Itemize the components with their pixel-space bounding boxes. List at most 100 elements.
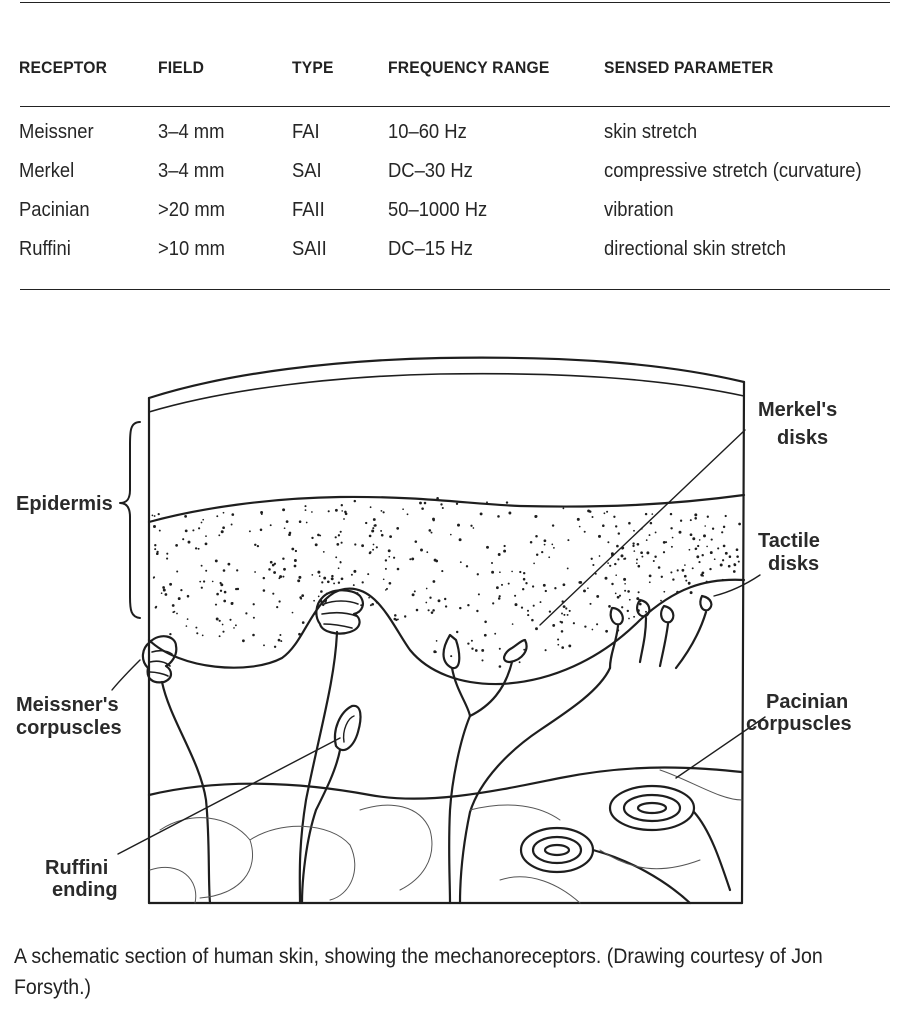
stipple-dot <box>467 642 470 645</box>
stipple-dot <box>304 505 307 508</box>
stipple-dot <box>268 568 271 571</box>
stipple-dot <box>455 630 459 634</box>
stipple-dot <box>535 627 538 631</box>
nerve-fiber <box>692 810 732 892</box>
figure-caption: A schematic section of human skin, showi… <box>14 945 823 999</box>
stipple-dot <box>389 535 392 538</box>
stipple-dot <box>331 574 334 578</box>
stipple-dot <box>591 628 594 631</box>
stipple-dot <box>435 640 438 642</box>
stipple-dot <box>494 632 497 635</box>
stipple-dot <box>640 527 643 530</box>
cell-receptor: Pacinian <box>19 199 90 221</box>
stipple-dot <box>548 610 552 613</box>
nerve-fiber <box>160 680 212 905</box>
stipple-dot <box>544 649 547 652</box>
stipple-dot <box>662 541 666 544</box>
cell-frequency: 10–60 Hz <box>388 121 467 143</box>
stipple-dot <box>623 577 627 581</box>
stipple-dot <box>273 645 277 648</box>
stipple-dot <box>522 588 525 591</box>
stipple-dot <box>327 510 330 513</box>
fat-cell <box>469 804 561 821</box>
stipple-dot <box>704 525 706 527</box>
stipple-dot <box>175 544 178 547</box>
stipple-dot <box>670 545 673 548</box>
stipple-dot <box>628 598 631 601</box>
stipple-dot <box>160 592 163 595</box>
stipple-dot <box>636 597 640 601</box>
stipple-dot <box>561 646 565 649</box>
stipple-dot <box>459 561 462 564</box>
stipple-dot <box>158 529 161 532</box>
stipple-dot <box>298 575 302 579</box>
stipple-dot <box>252 616 255 619</box>
stipple-dot <box>166 552 169 555</box>
stipple-dot <box>216 515 219 518</box>
fat-cell <box>359 804 433 891</box>
nerve-fiber <box>298 630 339 905</box>
stipple-dot <box>393 556 396 559</box>
epidermis-boundary <box>147 493 746 524</box>
stipple-dot <box>736 555 739 558</box>
stipple-dot <box>709 551 713 555</box>
stipple-dot <box>336 543 340 546</box>
stipple-dot <box>689 533 693 537</box>
stipple-dot <box>621 606 624 609</box>
stipple-dot <box>457 523 460 527</box>
cell-type: SAI <box>292 160 322 182</box>
stipple-dot <box>672 578 675 581</box>
stipple-dot <box>633 550 636 552</box>
stipple-dot <box>641 555 644 558</box>
stipple-dot <box>276 605 279 609</box>
stipple-dot <box>311 574 314 576</box>
stipple-dot <box>396 527 400 530</box>
stipple-dot <box>322 551 325 553</box>
stipple-dot <box>554 587 557 590</box>
skin-surface-inner <box>148 372 745 413</box>
stipple-dot <box>531 618 534 622</box>
table-header-rule <box>20 106 890 107</box>
stipple-dot <box>375 546 378 549</box>
stipple-dot <box>262 576 266 580</box>
stipple-dot <box>185 625 188 627</box>
stipple-dot <box>721 578 725 582</box>
label-meissners-corpuscles: Meissner's <box>16 694 119 716</box>
stipple-dot <box>353 499 357 503</box>
stipple-dot <box>662 551 666 554</box>
stipple-dot <box>304 509 307 512</box>
stipple-dot <box>235 587 238 591</box>
stipple-dot <box>636 558 638 561</box>
stipple-dot <box>701 571 705 575</box>
stipple-dot <box>384 589 387 591</box>
stipple-dot <box>519 570 522 574</box>
stipple-dot <box>254 543 257 547</box>
stipple-dot <box>618 594 622 597</box>
stipple-dot <box>611 554 613 557</box>
stipple-dot <box>526 609 530 612</box>
stipple-dot <box>689 519 692 522</box>
stipple-dot <box>529 540 533 544</box>
stipple-dot <box>236 569 239 572</box>
stipple-dot <box>633 615 636 618</box>
stipple-dot <box>337 581 341 584</box>
stipple-dot <box>476 609 479 613</box>
table-bottom-rule <box>20 289 890 290</box>
cell-receptor: Meissner <box>19 121 94 143</box>
stipple-dot <box>696 555 700 559</box>
stipple-dot <box>697 544 700 548</box>
stipple-dot <box>497 597 501 600</box>
stipple-dot <box>323 576 327 580</box>
stipple-dot <box>584 625 587 628</box>
stipple-dot <box>184 529 188 533</box>
stipple-dot <box>301 621 305 624</box>
stipple-dot <box>567 539 570 542</box>
stipple-dot <box>710 538 713 541</box>
stipple-dot <box>560 630 564 633</box>
stipple-dot <box>633 529 635 532</box>
stipple-dot <box>220 583 224 587</box>
stipple-dot <box>272 592 275 595</box>
stipple-dot <box>277 638 281 642</box>
stipple-dot <box>169 582 173 586</box>
stipple-dot <box>269 560 273 564</box>
